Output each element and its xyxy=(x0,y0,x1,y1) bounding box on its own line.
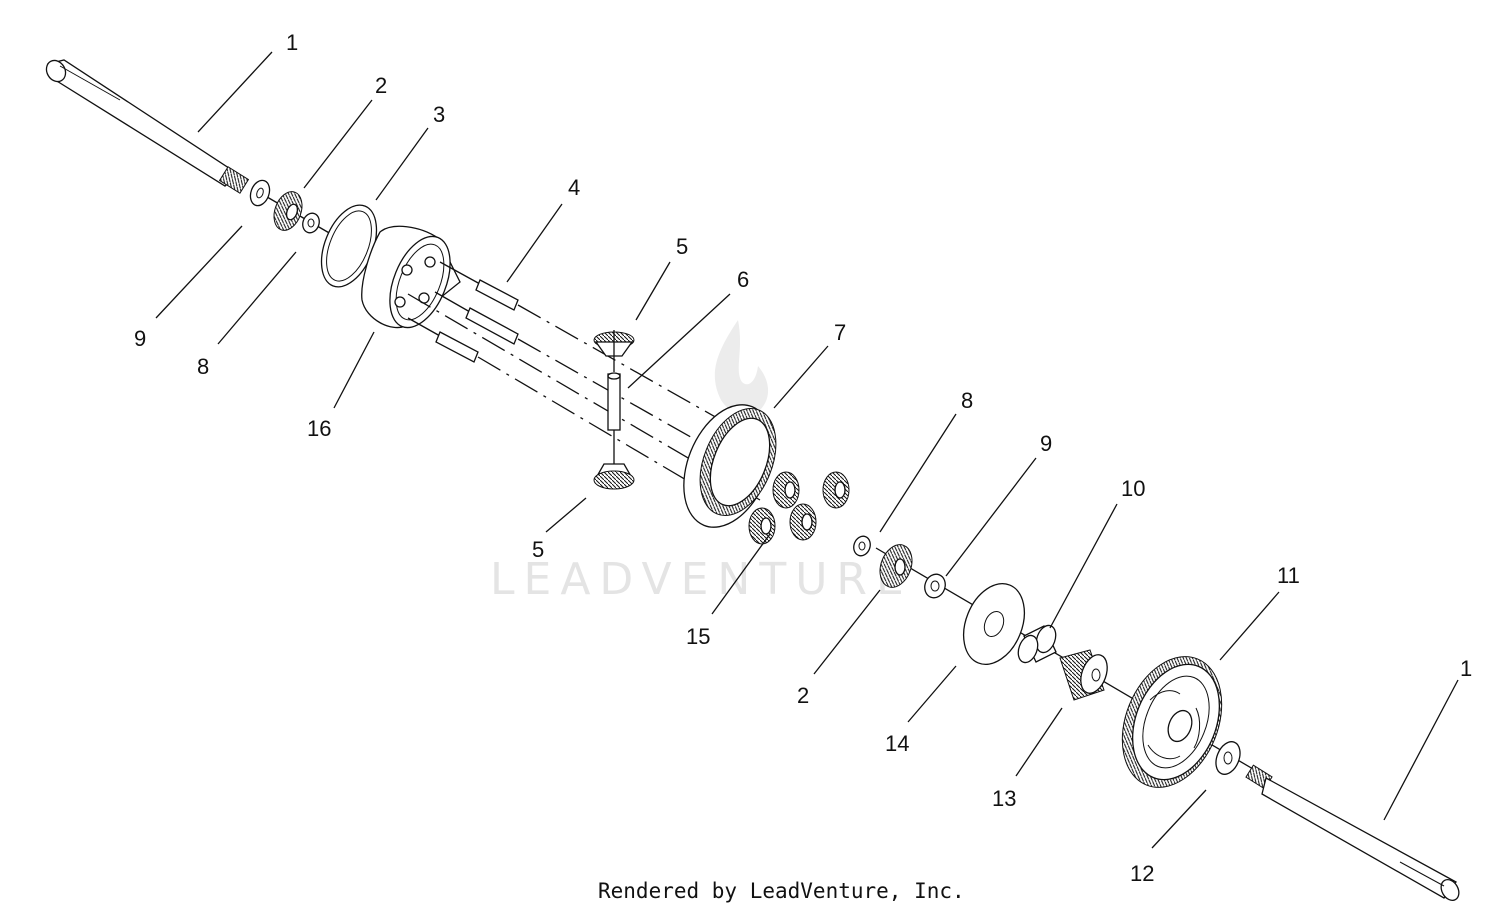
bevel-pinion-bottom xyxy=(593,463,635,490)
callout-14: 14 xyxy=(885,731,909,756)
output-pinion-gear xyxy=(1059,649,1108,701)
callout-1-bottom: 1 xyxy=(1460,656,1472,681)
washer-bottom xyxy=(1215,741,1241,775)
spacer-sleeve xyxy=(1017,624,1057,664)
bushing-right xyxy=(853,535,871,557)
callout-3: 3 xyxy=(433,102,445,127)
callout-1-top: 1 xyxy=(286,30,298,55)
large-output-gear xyxy=(1121,656,1223,788)
callout-13: 13 xyxy=(992,786,1016,811)
washer-right xyxy=(924,573,946,599)
thrust-washer-right xyxy=(962,583,1026,665)
callout-10: 10 xyxy=(1121,476,1145,501)
callout-12: 12 xyxy=(1130,861,1154,886)
axle-shaft-bottom xyxy=(1245,764,1460,901)
bushing-top xyxy=(302,212,320,234)
differential-housing xyxy=(361,225,461,329)
callout-11: 11 xyxy=(1277,563,1300,588)
callout-16: 16 xyxy=(307,416,331,441)
callout-15: 15 xyxy=(686,624,710,649)
washer-top xyxy=(249,179,271,207)
bevel-gear-right xyxy=(879,544,913,588)
callout-9-right: 9 xyxy=(1040,431,1052,456)
callout-5-bottom: 5 xyxy=(532,537,544,562)
render-credit: Rendered by LeadVenture, Inc. xyxy=(598,879,965,903)
callout-2-top: 2 xyxy=(375,73,387,98)
callout-4: 4 xyxy=(568,175,580,200)
ring-gear xyxy=(683,404,777,528)
callout-8-right: 8 xyxy=(961,388,973,413)
watermark-text: LEADVENTURE xyxy=(490,554,913,605)
callout-2-bottom: 2 xyxy=(797,683,809,708)
callout-8-left: 8 xyxy=(197,354,209,379)
bevel-pinion-top xyxy=(593,330,635,372)
callout-5-top: 5 xyxy=(676,234,688,259)
callout-labels: 1 2 3 4 5 6 7 8 9 10 11 1 9 8 16 5 15 2 … xyxy=(134,30,1472,886)
cross-shaft xyxy=(607,372,621,470)
watermark: LEADVENTURE xyxy=(490,320,913,605)
spur-gears-set xyxy=(748,471,850,545)
pinion-pins xyxy=(407,261,771,501)
leader-lines xyxy=(155,51,1459,849)
bevel-gear-top xyxy=(273,191,303,231)
callout-9-left: 9 xyxy=(134,326,146,351)
callout-6: 6 xyxy=(737,267,749,292)
callout-7: 7 xyxy=(834,320,846,345)
axle-shaft-top xyxy=(45,59,250,194)
